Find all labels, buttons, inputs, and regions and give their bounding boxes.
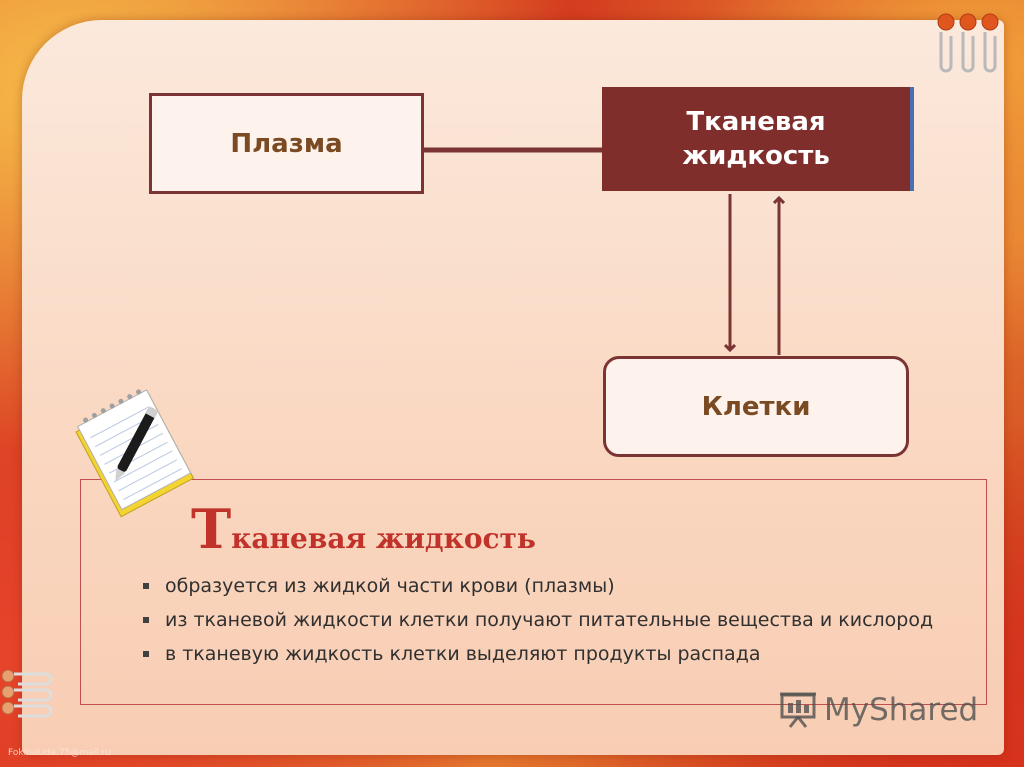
bullet-item: из тканевой жидкости клетки получают пит… xyxy=(141,606,971,634)
tissue-fluid-node: Тканевая жидкость xyxy=(602,87,914,191)
definition-bullets: образуется из жидкой части крови (плазмы… xyxy=(141,572,971,674)
cells-node: Клетки xyxy=(603,356,909,457)
plasma-node: Плазма xyxy=(149,93,424,194)
paperclips-left-decoration xyxy=(1,669,53,718)
footer-credit: FokinaLida.75@mail.ru xyxy=(8,748,111,758)
paperclips-decoration xyxy=(937,13,999,73)
definition-title: Тканевая жидкость xyxy=(191,502,536,556)
tissue-fluid-label: Тканевая жидкость xyxy=(682,107,830,171)
definition-title-rest: каневая жидкость xyxy=(231,522,536,555)
definition-title-initial: Т xyxy=(191,497,232,561)
cells-label: Клетки xyxy=(701,391,811,422)
notepad-pen-icon xyxy=(75,389,195,518)
bullet-item: в тканевую жидкость клетки выделяют прод… xyxy=(141,640,971,668)
myshared-watermark: MyShared xyxy=(778,688,988,732)
definition-panel: Тканевая жидкость образуется из жидкой ч… xyxy=(80,479,987,705)
projector-screen-icon xyxy=(780,692,816,728)
bullet-item: образуется из жидкой части крови (плазмы… xyxy=(141,572,971,600)
plasma-label: Плазма xyxy=(230,128,343,159)
watermark-text: MyShared xyxy=(824,692,979,728)
